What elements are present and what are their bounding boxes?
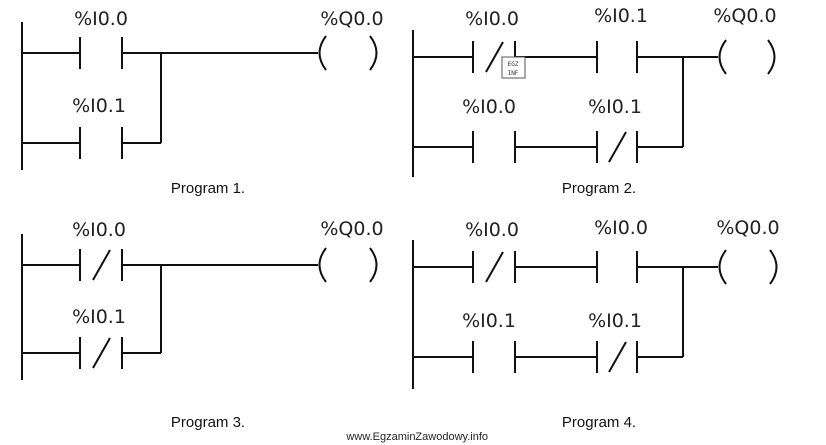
contact-label: %I0.0 xyxy=(465,8,519,30)
contact-no-3 xyxy=(472,341,516,373)
coil-label: %Q0.0 xyxy=(716,217,779,239)
contact-no-2 xyxy=(596,251,638,283)
program-3: %I0.0 %Q0.0 %I0.1 Program 3. xyxy=(21,218,384,431)
program-4: %I0.0 %I0.0 %Q0.0 %I0.1 %I0.1 Program 4. xyxy=(412,217,780,431)
coil-label: %Q0.0 xyxy=(320,218,383,240)
contact-no-3 xyxy=(472,131,516,163)
program-caption: Program 4. xyxy=(562,414,636,431)
contact-label: %I0.1 xyxy=(588,310,642,332)
svg-text:EGZ: EGZ xyxy=(508,61,519,68)
contact-label: %I0.1 xyxy=(72,306,126,328)
contact-nc-2 xyxy=(79,337,123,369)
program-2: EGZ INF %I0.0 %I0.1 %Q0.0 %I0.0 %I0.1 Pr… xyxy=(412,5,777,197)
coil-q00 xyxy=(318,35,378,71)
coil-label: %Q0.0 xyxy=(320,8,383,30)
contact-label: %I0.0 xyxy=(462,96,516,118)
contact-no-1 xyxy=(79,37,123,69)
contact-no-2 xyxy=(79,127,123,159)
program-1: %I0.0 %Q0.0 %I0.1 Program 1. xyxy=(21,8,384,197)
program-caption: Program 1. xyxy=(171,180,245,197)
contact-label: %I0.1 xyxy=(72,95,126,117)
contact-label: %I0.1 xyxy=(594,5,648,27)
svg-text:INF: INF xyxy=(508,70,519,77)
contact-nc-4 xyxy=(596,131,638,163)
contact-label: %I0.1 xyxy=(588,96,642,118)
coil-q00 xyxy=(718,249,778,285)
coil-q00 xyxy=(318,247,378,283)
coil-q00 xyxy=(718,39,776,75)
contact-nc-1 xyxy=(472,251,516,283)
contact-label: %I0.0 xyxy=(465,219,519,241)
contact-label: %I0.1 xyxy=(462,310,516,332)
program-caption: Program 2. xyxy=(562,180,636,197)
contact-label: %I0.0 xyxy=(74,8,128,30)
contact-no-2 xyxy=(596,41,638,73)
contact-label: %I0.0 xyxy=(72,219,126,241)
exam-logo: EGZ INF xyxy=(501,56,526,79)
contact-nc-4 xyxy=(596,341,638,373)
watermark: www.EgzaminZawodowy.info xyxy=(345,431,488,443)
coil-label: %Q0.0 xyxy=(713,5,776,27)
contact-label: %I0.0 xyxy=(594,217,648,239)
program-caption: Program 3. xyxy=(171,414,245,431)
contact-nc-1 xyxy=(79,249,123,281)
